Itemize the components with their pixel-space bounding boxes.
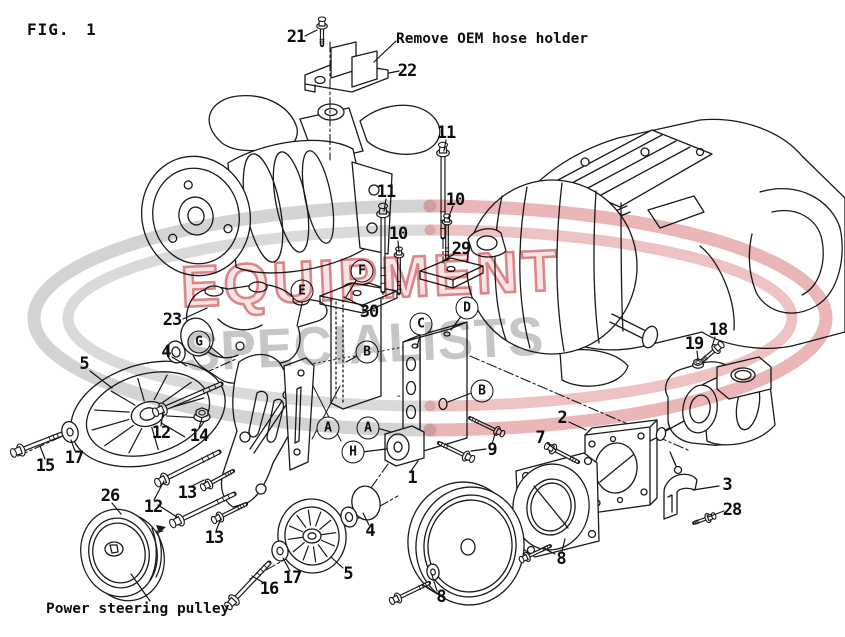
part-number-callout: 2	[557, 408, 567, 428]
power-steering-note: Power steering pulley	[46, 601, 230, 617]
part-number-callout: 13	[204, 528, 225, 548]
part-number-callout: 29	[451, 239, 472, 259]
letter-balloon-callout: F	[350, 259, 374, 283]
part-number-callout: 1	[407, 468, 417, 488]
part-number-callout: 11	[376, 182, 397, 202]
part-number-callout: 19	[684, 334, 705, 354]
part-number-callout: 12	[143, 497, 164, 517]
part-number-callout: 5	[343, 564, 353, 584]
letter-balloon-callout: A	[356, 416, 380, 440]
part-number-callout: 14	[189, 426, 210, 446]
remove-oem-note: Remove OEM hose holder	[396, 31, 589, 47]
letter-balloon-callout: D	[455, 296, 479, 320]
part-number-callout: 10	[388, 224, 409, 244]
part-number-callout: 22	[397, 61, 418, 81]
figure-title: FIG. 1	[27, 20, 97, 39]
part-number-callout: 4	[365, 521, 375, 541]
part-number-callout: 26	[100, 486, 121, 506]
pump-flange-ring	[512, 452, 600, 558]
letter-balloon-callout: H	[341, 440, 365, 464]
crank-pulley-8	[407, 481, 525, 606]
direction-arrow	[156, 525, 166, 533]
part-number-callout: 17	[64, 448, 85, 468]
part-number-callout: 7	[535, 428, 545, 448]
hose-holder-bracket	[304, 41, 389, 93]
letter-balloon-callout: B	[470, 379, 494, 403]
letter-balloon-callout: C	[409, 312, 433, 336]
part-number-callout: 28	[722, 500, 743, 520]
part-number-callout: 12	[151, 423, 172, 443]
part-number-callout: 8	[436, 587, 446, 607]
part-number-callout: 3	[722, 475, 732, 495]
letter-balloon-callout: A	[316, 416, 340, 440]
part-number-callout: 8	[556, 549, 566, 569]
part-number-callout: 5	[79, 354, 89, 374]
spacer-4b	[340, 485, 381, 528]
idler-pulley-5b	[277, 498, 347, 574]
part-number-callout: 10	[445, 190, 466, 210]
part-number-callout: 4	[161, 342, 171, 362]
part-number-callout: 9	[487, 440, 497, 460]
letter-balloon-callout: B	[355, 340, 379, 364]
part-number-callout: 21	[286, 27, 307, 47]
part-number-callout: 17	[282, 568, 303, 588]
letter-balloon-callout: E	[290, 279, 314, 303]
letter-balloon-callout: G	[187, 330, 211, 354]
power-steering-pulley-26	[80, 508, 165, 602]
part-number-callout: 18	[708, 320, 729, 340]
part-number-callout: 30	[359, 302, 380, 322]
part-number-callout: 23	[162, 310, 183, 330]
part-number-callout: 11	[436, 123, 457, 143]
part-number-callout: 15	[35, 456, 56, 476]
stop-bracket-3	[663, 473, 698, 520]
part-number-callout: 16	[259, 579, 280, 599]
part-number-callout: 13	[177, 483, 198, 503]
